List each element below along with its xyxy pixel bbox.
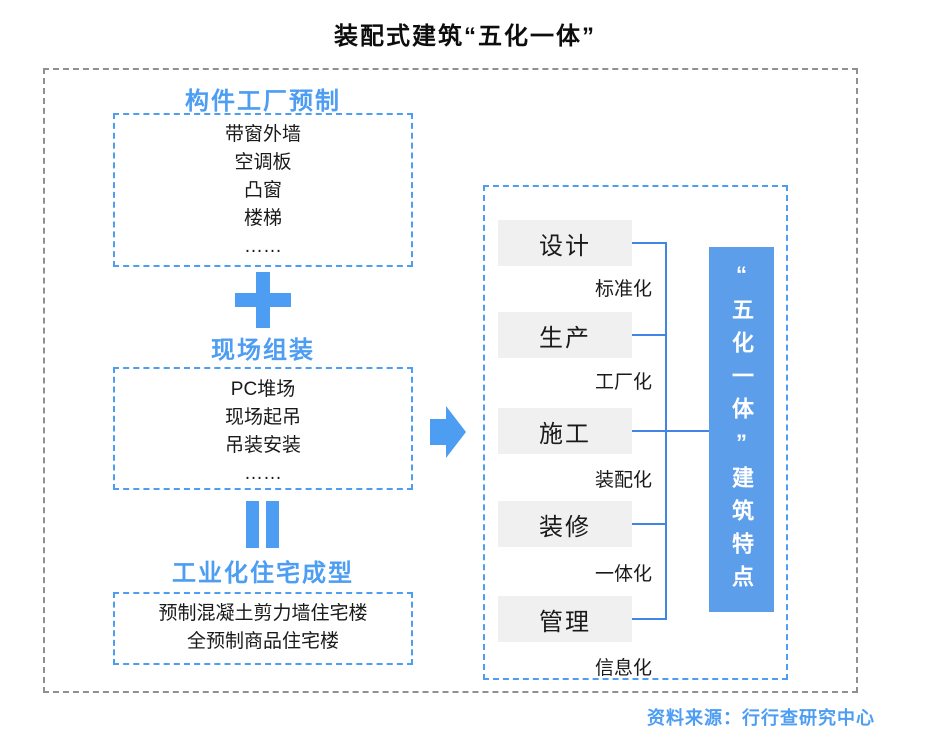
connector-line <box>632 618 666 620</box>
process-label-integration: 一体化 <box>594 564 652 585</box>
process-box-decoration: 装修 <box>498 501 632 547</box>
list-item: 带窗外墙 <box>224 124 301 145</box>
connector-trunk-line <box>665 242 667 620</box>
plus-icon <box>235 272 291 328</box>
process-label-assembly: 装配化 <box>594 470 652 491</box>
arrow-right-icon-body <box>430 419 446 445</box>
result-box-text: “五化一体”建筑特点 <box>729 261 754 598</box>
stage-box-site-assembly: PC堆场 现场起吊 吊装安装 …… <box>113 367 413 490</box>
process-label-factory: 工厂化 <box>594 372 652 393</box>
process-label-standardization: 标准化 <box>594 279 652 300</box>
process-box-management: 管理 <box>498 596 632 642</box>
equals-icon-bar <box>266 501 279 548</box>
list-item: 楼梯 <box>243 208 282 229</box>
right-dashed-container <box>483 185 788 680</box>
connector-branch-line <box>667 430 710 432</box>
list-item: 现场起吊 <box>224 407 301 428</box>
connector-line <box>632 430 666 432</box>
connector-line <box>632 523 666 525</box>
outer-dashed-container <box>43 68 858 693</box>
process-box-production: 生产 <box>498 312 632 358</box>
list-item: 全预制商品住宅楼 <box>186 631 339 652</box>
result-box: “五化一体”建筑特点 <box>709 247 774 612</box>
plus-icon-bar <box>256 272 270 328</box>
equals-icon-bar <box>246 501 259 548</box>
list-item: 凸窗 <box>243 180 282 201</box>
connector-line <box>632 334 666 336</box>
process-box-construction: 施工 <box>498 408 632 454</box>
list-item: 预制混凝土剪力墙住宅楼 <box>158 603 368 624</box>
stage-heading-industrialized-housing: 工业化住宅成型 <box>172 560 354 587</box>
arrow-right-icon-head <box>446 406 466 458</box>
stage-heading-factory-prefab: 构件工厂预制 <box>185 88 341 115</box>
arrow-right-icon <box>430 406 466 458</box>
stage-heading-site-assembly: 现场组装 <box>211 337 315 364</box>
list-item: PC堆场 <box>230 379 296 400</box>
process-box-design: 设计 <box>498 220 632 266</box>
process-label-information: 信息化 <box>594 658 652 679</box>
source-note: 资料来源：行行查研究中心 <box>647 708 875 728</box>
list-item: 吊装安装 <box>224 435 301 456</box>
ellipsis-item: …… <box>244 236 282 257</box>
stage-box-industrialized-housing: 预制混凝土剪力墙住宅楼 全预制商品住宅楼 <box>113 592 413 665</box>
ellipsis-item: …… <box>244 463 282 484</box>
equals-icon <box>246 501 280 548</box>
stage-box-factory-prefab: 带窗外墙 空调板 凸窗 楼梯 …… <box>113 113 413 267</box>
list-item: 空调板 <box>234 152 292 173</box>
page-title: 装配式建筑“五化一体” <box>334 23 596 50</box>
connector-line <box>632 242 666 244</box>
